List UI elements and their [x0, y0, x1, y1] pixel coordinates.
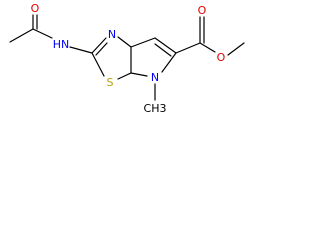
- bond-c6a-s: [117, 72, 132, 80]
- atom-o-carbonyl: O: [198, 4, 207, 17]
- bond-c2-n3-inner: [95, 42, 108, 56]
- bond-carbonyl-nh: [32, 28, 53, 39]
- atom-n-pyrrole: N: [151, 71, 159, 84]
- bond-c5-n: [161, 52, 177, 73]
- atom-n-thiazole: N: [108, 28, 116, 41]
- bond-n3-c3a: [117, 36, 132, 48]
- bond-c5-ester-c: [175, 42, 201, 54]
- atom-o-amide: O: [31, 2, 40, 15]
- bond-c3a-c4: [130, 37, 156, 48]
- bond-o-methyl: [227, 42, 245, 56]
- atom-labels: O HN N S N CH3 O O: [31, 2, 226, 115]
- bond-n-c6a: [130, 72, 148, 77]
- bond-s-c2: [91, 52, 105, 77]
- atom-s: S: [107, 76, 114, 89]
- chemical-structure: O HN N S N CH3 O O: [9, 2, 245, 115]
- bond-nh-c2: [69, 46, 93, 54]
- atom-o-ester: O: [217, 51, 226, 64]
- bond-methyl-carbonyl: [9, 28, 34, 43]
- atom-nh: HN: [53, 38, 70, 51]
- bond-c2-n3: [91, 37, 107, 54]
- bonds: [9, 14, 245, 101]
- bond-c4-c5-inner: [154, 43, 172, 57]
- bond-c4-c5: [154, 37, 177, 54]
- bond-ester-c-o: [199, 42, 216, 53]
- atom-methyl: CH3: [144, 102, 167, 115]
